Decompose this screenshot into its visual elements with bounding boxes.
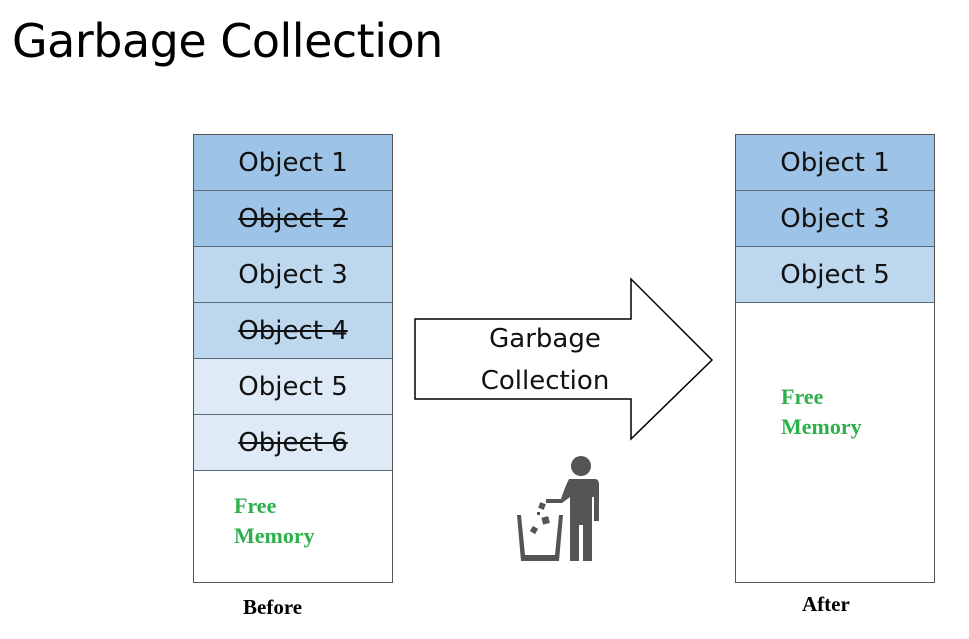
object-label: Object 1 (238, 147, 348, 178)
memory-cell-collected: Object 2 (194, 191, 392, 247)
arrow-shape (414, 277, 714, 441)
free-label-line1: Free (781, 384, 824, 409)
memory-cell: Object 5 (736, 247, 934, 303)
arrow-label: Garbage Collection (440, 318, 650, 402)
object-label: Object 5 (780, 259, 890, 290)
free-label-line2: Memory (781, 414, 862, 439)
before-caption: Before (243, 595, 303, 619)
memory-cell-collected: Object 6 (194, 415, 392, 471)
free-label-line1: Free (234, 493, 277, 518)
memory-cell: Object 1 (736, 135, 934, 191)
object-label: Object 2 (238, 203, 348, 234)
free-memory-label: Free Memory (781, 382, 862, 442)
person-trash-icon (517, 456, 599, 561)
memory-after: Object 1 Object 3 Object 5 Free Memory (735, 134, 935, 583)
memory-cell-collected: Object 4 (194, 303, 392, 359)
memory-cell: Object 3 (194, 247, 392, 303)
memory-before: Object 1 Object 2 Object 3 Object 4 Obje… (193, 134, 393, 583)
object-label: Object 3 (238, 259, 348, 290)
arrow-label-line1: Garbage (489, 324, 601, 354)
memory-cell: Object 3 (736, 191, 934, 247)
object-label: Object 4 (238, 315, 348, 346)
object-label: Object 3 (780, 203, 890, 234)
object-label: Object 5 (238, 371, 348, 402)
slide-title: Garbage Collection (12, 14, 443, 68)
arrow-label-line2: Collection (480, 366, 610, 396)
memory-cell: Object 5 (194, 359, 392, 415)
free-memory-label: Free Memory (234, 491, 315, 551)
object-label: Object 1 (780, 147, 890, 178)
free-label-line2: Memory (234, 523, 315, 548)
after-caption: After (802, 592, 850, 616)
object-label: Object 6 (238, 427, 348, 458)
memory-cell: Object 1 (194, 135, 392, 191)
